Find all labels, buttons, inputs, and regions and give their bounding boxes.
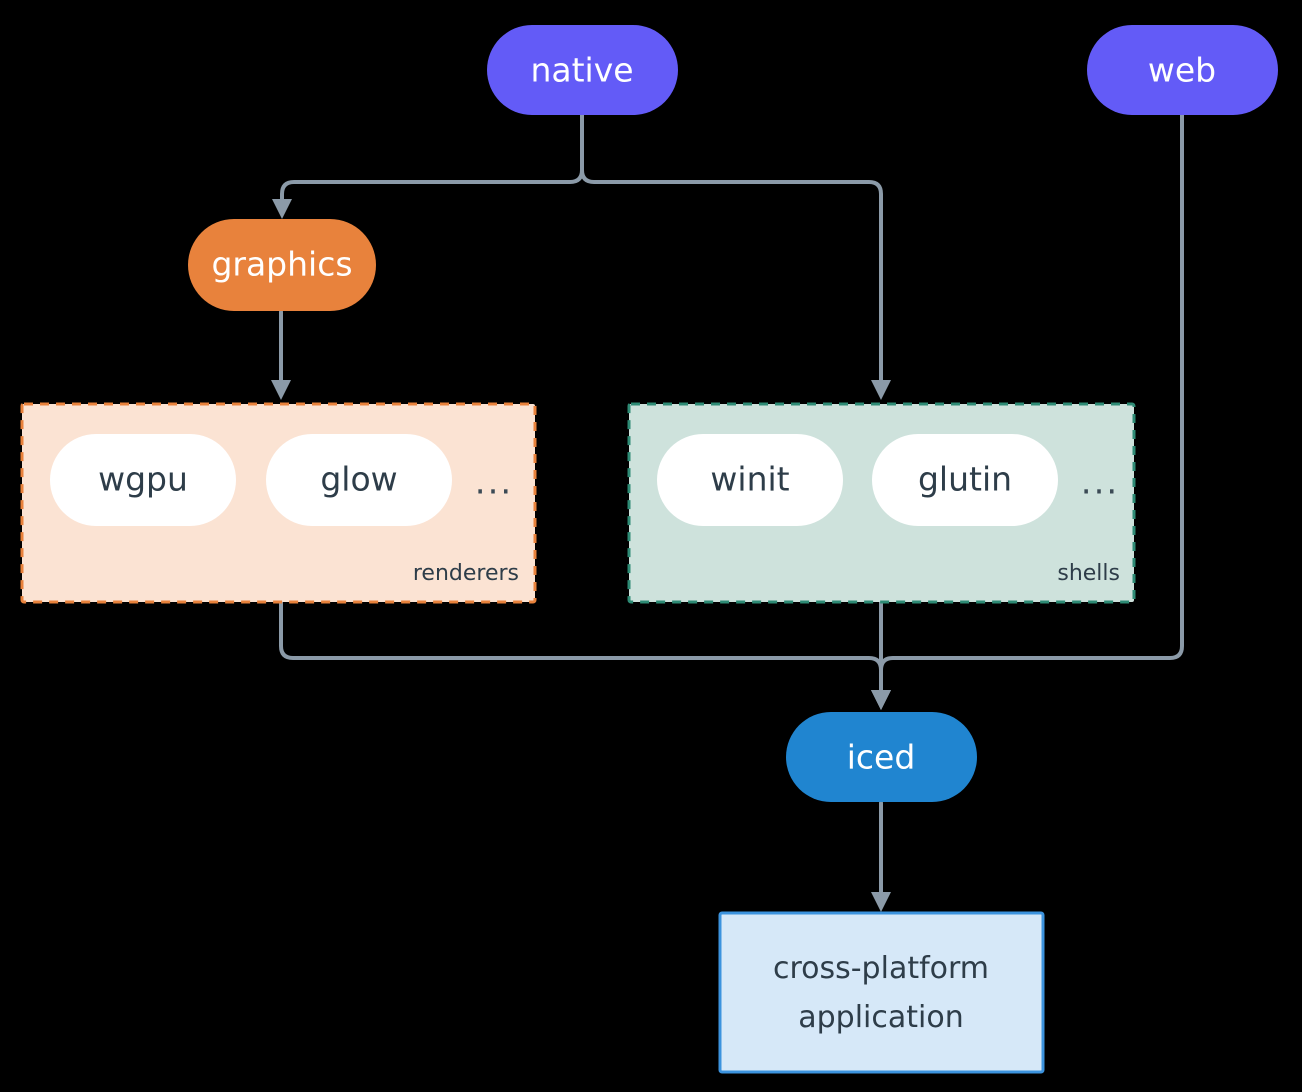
node-web-shape[interactable] — [1087, 25, 1278, 115]
node-graphics-shape[interactable] — [188, 219, 376, 311]
renderers-more-ellipsis: ... — [475, 463, 513, 503]
edge-native-to-graphics — [272, 111, 584, 219]
node-application-shape[interactable] — [718, 911, 1045, 1074]
node-graphics[interactable]: graphics — [188, 219, 376, 311]
edge-web-to-iced — [871, 111, 1184, 710]
arrowhead-icon — [871, 690, 891, 710]
node-web-label: web — [1148, 51, 1216, 90]
arrowhead-icon — [871, 892, 891, 912]
pill-glutin[interactable] — [872, 434, 1058, 526]
group-renderers-item-glow[interactable]: glow — [266, 434, 452, 526]
group-renderers: wgpu glow ... renderers — [20, 402, 537, 604]
node-application-label-line2: application — [798, 1000, 963, 1035]
pill-glow-label: glow — [320, 460, 397, 499]
node-graphics-label: graphics — [211, 245, 352, 284]
pill-winit-label: winit — [710, 460, 789, 499]
edge-iced-to-app — [871, 801, 891, 912]
pill-glow[interactable] — [266, 434, 452, 526]
edge-graphics-to-renderers — [271, 310, 291, 400]
pill-winit[interactable] — [657, 434, 843, 526]
group-shells: winit glutin ... shells — [627, 402, 1136, 604]
node-native-label: native — [530, 51, 633, 90]
node-native-shape[interactable] — [487, 25, 678, 115]
node-application-label-line1: cross-platform — [773, 951, 989, 986]
edge-renderers-to-iced — [279, 600, 891, 710]
node-web[interactable]: web — [1087, 25, 1278, 115]
pill-wgpu[interactable] — [50, 434, 236, 526]
group-shells-item-glutin[interactable]: glutin — [872, 434, 1058, 526]
node-iced[interactable]: iced — [786, 712, 977, 802]
group-shells-item-winit[interactable]: winit — [657, 434, 843, 526]
node-iced-shape[interactable] — [786, 712, 977, 802]
pill-glutin-label: glutin — [918, 460, 1012, 499]
group-shells-caption: shells — [1057, 561, 1120, 586]
group-renderers-caption: renderers — [413, 561, 519, 586]
pill-wgpu-label: wgpu — [98, 460, 188, 499]
node-iced-label: iced — [847, 738, 916, 777]
shells-more-ellipsis: ... — [1081, 463, 1119, 503]
edge-native-to-shells — [580, 111, 891, 400]
arrowhead-icon — [271, 380, 291, 400]
arrowhead-icon — [871, 380, 891, 400]
node-native[interactable]: native — [487, 25, 678, 115]
node-application[interactable]: cross-platform application — [718, 911, 1045, 1074]
group-renderers-item-wgpu[interactable]: wgpu — [50, 434, 236, 526]
arrowhead-icon — [272, 199, 292, 219]
